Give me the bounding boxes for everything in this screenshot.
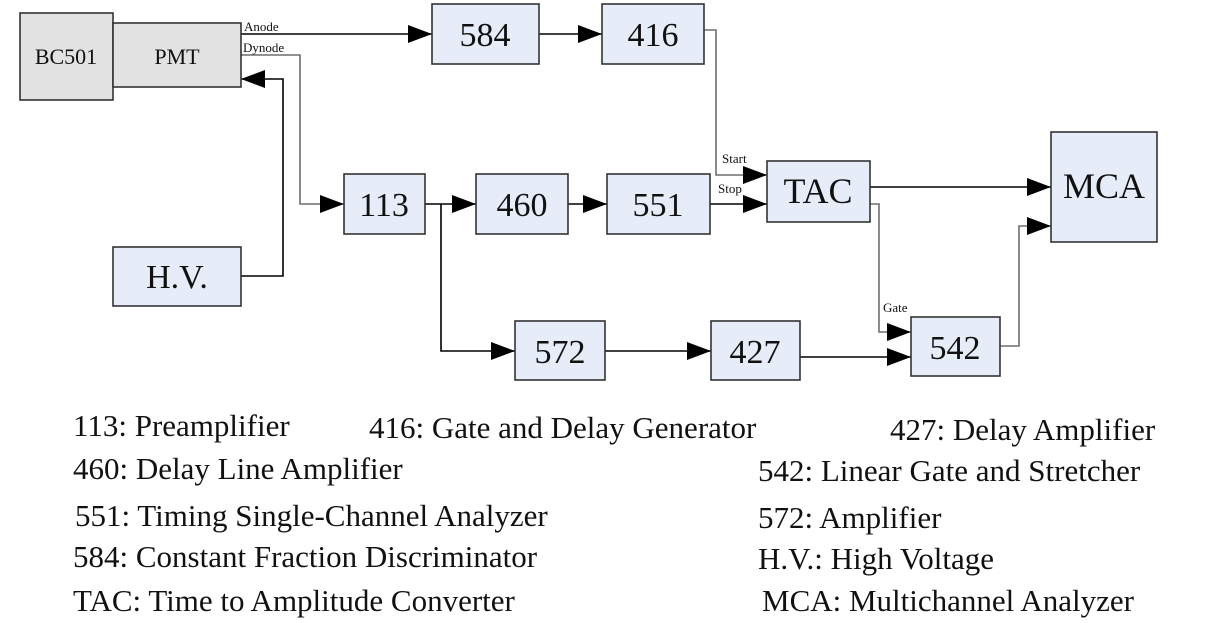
- block-label-416: 416: [628, 17, 679, 54]
- arrowhead-icon: [241, 70, 265, 88]
- arrowhead-icon: [320, 195, 344, 213]
- link-542-mca: [1000, 225, 1051, 347]
- legend-item: 427: Delay Amplifier: [890, 412, 1156, 447]
- arrowhead-icon: [887, 348, 911, 366]
- block-pmt: [112, 22, 242, 88]
- block-label-551: 551: [633, 187, 684, 224]
- arrowhead-icon: [743, 166, 767, 184]
- block-diagram: BC501 PMT 584 416 113 460 551 TAC MCA H.…: [19, 3, 1158, 381]
- signal-label-gate: Gate: [883, 300, 908, 315]
- block-label-mca: MCA: [1063, 166, 1145, 206]
- arrowhead-icon: [1027, 178, 1051, 196]
- legend-item: MCA: Multichannel Analyzer: [762, 583, 1134, 618]
- arrowhead-icon: [491, 342, 515, 360]
- signal-label-stop: Stop: [718, 181, 742, 196]
- block-label-hv: H.V.: [146, 259, 208, 296]
- legend-item: 113: Preamplifier: [73, 408, 290, 443]
- arrowhead-icon: [583, 195, 607, 213]
- block-label-572: 572: [535, 334, 586, 371]
- legend-item: 416: Gate and Delay Generator: [369, 410, 757, 445]
- block-label-pmt: PMT: [154, 44, 200, 69]
- arrowhead-icon: [1027, 217, 1051, 235]
- link-113-572: [440, 204, 515, 352]
- block-584: [431, 3, 540, 65]
- legend-item: 572: Amplifier: [758, 500, 942, 535]
- block-label-tac: TAC: [783, 171, 852, 211]
- signal-label-dynode: Dynode: [243, 40, 284, 55]
- arrowhead-icon: [743, 195, 767, 213]
- legend-item: H.V.: High Voltage: [758, 541, 994, 576]
- block-427: [710, 320, 801, 381]
- signal-label-start: Start: [722, 151, 747, 166]
- block-label-460: 460: [497, 187, 548, 224]
- legend-item: 551: Timing Single-Channel Analyzer: [75, 498, 548, 533]
- arrowhead-icon: [687, 342, 711, 360]
- block-label-542: 542: [930, 330, 981, 367]
- block-416: [601, 3, 705, 65]
- block-mca: [1050, 131, 1158, 243]
- block-113: [343, 173, 426, 235]
- hv-line: [241, 78, 284, 277]
- legend-item: 460: Delay Line Amplifier: [73, 451, 403, 486]
- block-label-bc501: BC501: [35, 44, 97, 69]
- signal-label-anode: Anode: [244, 19, 279, 34]
- arrowhead-icon: [408, 25, 432, 43]
- arrowhead-icon: [887, 323, 911, 341]
- block-hv: [112, 246, 242, 307]
- arrowhead-icon: [578, 25, 602, 43]
- block-label-427: 427: [730, 334, 781, 371]
- block-460: [475, 173, 569, 235]
- block-bc501: [19, 12, 114, 101]
- legend-item: 542: Linear Gate and Stretcher: [758, 453, 1141, 488]
- arrowhead-icon: [452, 195, 476, 213]
- block-551: [606, 173, 711, 235]
- block-label-584: 584: [460, 17, 511, 54]
- link-416-tac-start: [704, 29, 767, 176]
- block-572: [514, 320, 606, 381]
- block-tac: [766, 160, 871, 223]
- block-label-113: 113: [359, 187, 409, 224]
- legend-item: TAC: Time to Amplitude Converter: [73, 583, 515, 618]
- legend-item: 584: Constant Fraction Discriminator: [73, 539, 538, 574]
- block-542: [910, 316, 1001, 377]
